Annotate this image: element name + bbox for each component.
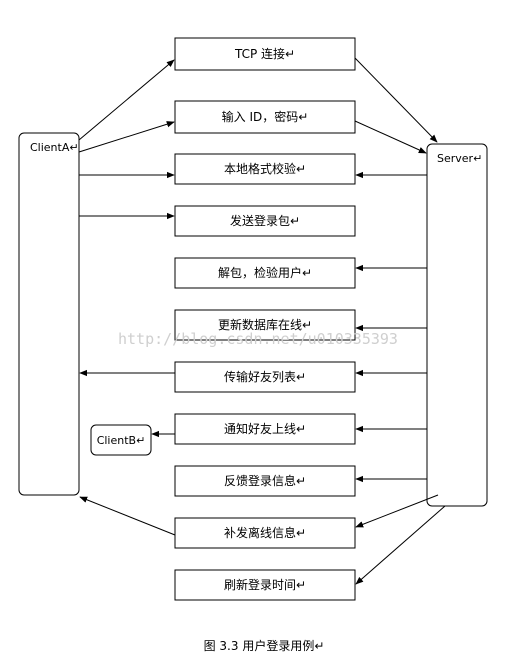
- arrow-server-to-refresh: [355, 505, 446, 585]
- step-label-offline-messages: 补发离线信息↵: [224, 525, 306, 540]
- step-label-local-validation: 本地格式校验↵: [224, 161, 306, 176]
- step-box-login-feedback: [174, 465, 356, 497]
- step-box-refresh-login-time: [174, 569, 356, 601]
- arrow-server-to-offline: [355, 494, 439, 528]
- step-label-refresh-login-time: 刷新登录时间↵: [224, 577, 306, 592]
- client-a-lane: [18, 132, 80, 496]
- server-label: Server↵: [437, 152, 482, 165]
- step-box-send-friend-list: [174, 361, 356, 393]
- step-label-send-friend-list: 传输好友列表↵: [224, 369, 306, 384]
- watermark-text: http://blog.csdn.net/u010335393: [118, 330, 398, 348]
- step-label-send-login-packet: 发送登录包↵: [230, 213, 300, 228]
- step-label-unpack-verify: 解包，检验用户↵: [218, 265, 312, 280]
- step-label-input-credentials: 输入 ID，密码↵: [222, 109, 309, 124]
- figure-caption: 图 3.3 用户登录用例↵: [204, 638, 325, 653]
- step-box-notify-friends: [174, 413, 356, 445]
- step-box-tcp-connect: [174, 37, 356, 71]
- client-b-label: ClientB↵: [97, 434, 146, 447]
- step-label-tcp-connect: TCP 连接↵: [234, 46, 295, 61]
- step-box-update-db-online: [174, 309, 356, 341]
- arrow-tcp-to-server: [354, 57, 438, 143]
- client-b-box: [90, 424, 152, 456]
- step-box-local-validation: [174, 153, 356, 185]
- step-label-update-db-online: 更新数据库在线↵: [218, 317, 312, 332]
- client-a-label: ClientA↵: [30, 141, 79, 154]
- step-box-send-login-packet: [174, 205, 356, 237]
- step-box-unpack-verify: [174, 257, 356, 289]
- step-box-input-credentials: [174, 100, 356, 134]
- arrow-offline-to-clienta: [79, 496, 176, 536]
- step-label-notify-friends: 通知好友上线↵: [224, 422, 306, 436]
- arrow-clienta-to-input: [78, 121, 175, 153]
- arrow-input-to-server: [354, 120, 427, 154]
- step-box-offline-messages: [174, 517, 356, 549]
- server-lane: [426, 143, 488, 507]
- arrow-clienta-to-tcp: [78, 59, 175, 141]
- step-label-login-feedback: 反馈登录信息↵: [224, 473, 306, 488]
